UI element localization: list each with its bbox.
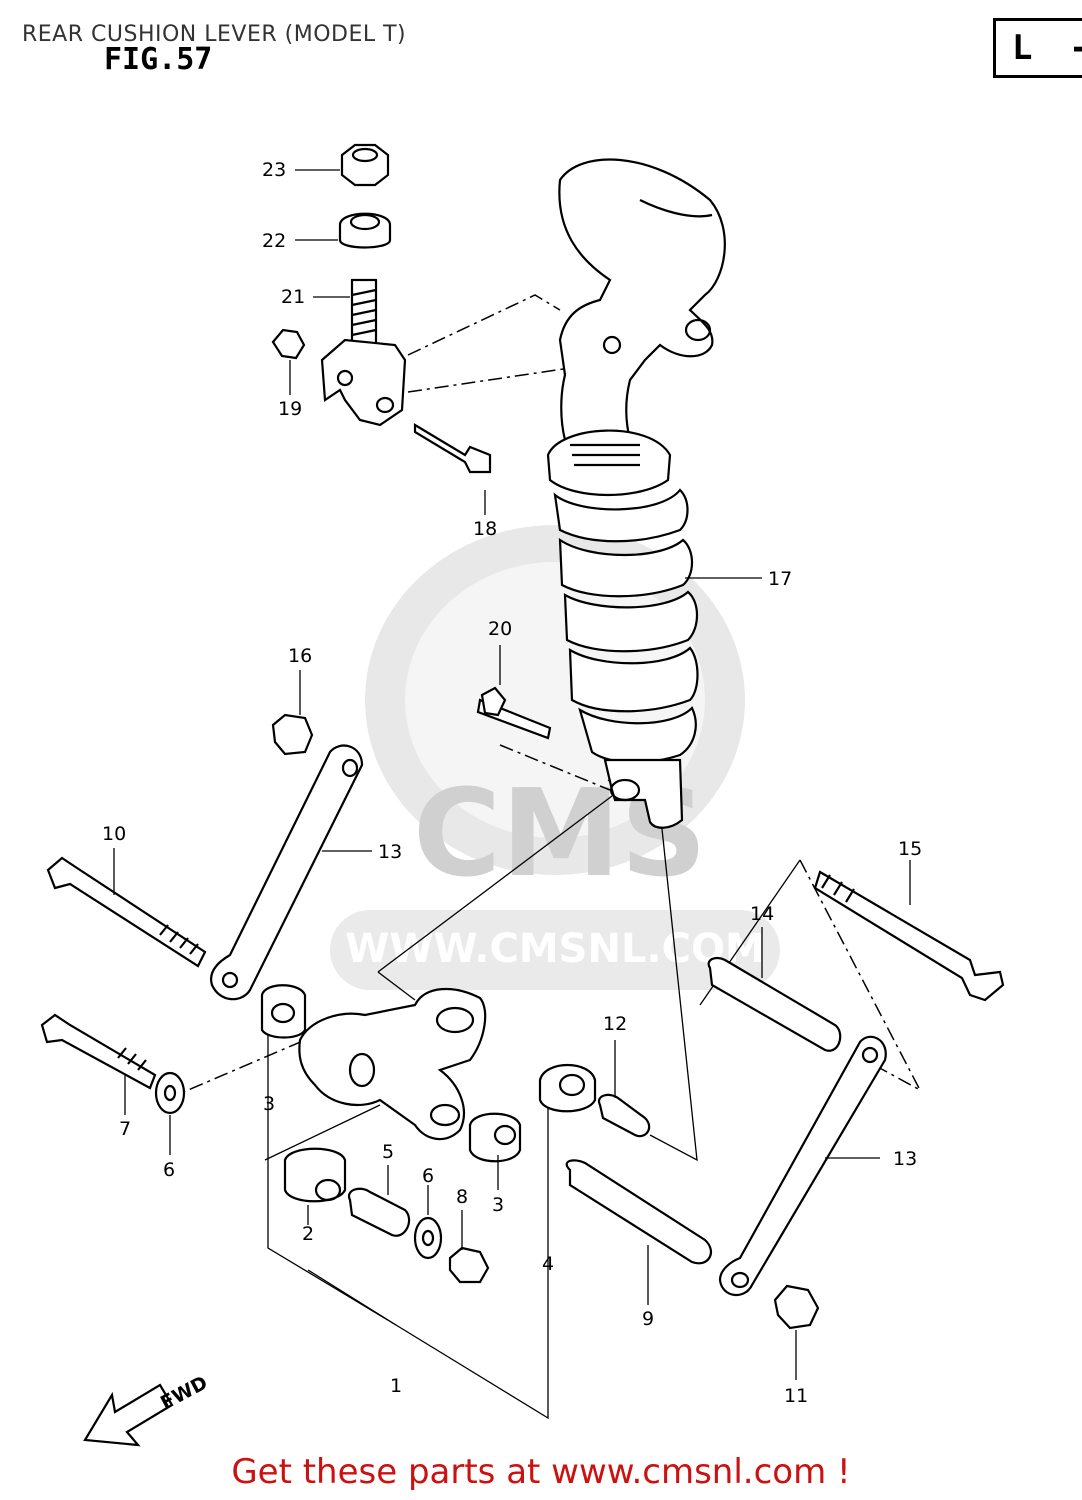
collar-12-icon	[597, 1093, 651, 1138]
upper-mount-hardware	[271, 143, 552, 756]
callout-leaders	[113, 169, 911, 1380]
nut-23-icon	[340, 143, 390, 187]
nut-8-icon	[448, 1246, 490, 1284]
callout-13-right: 13	[893, 1148, 917, 1170]
callout-15: 15	[898, 838, 922, 860]
callout-4: 4	[542, 1253, 554, 1275]
callout-9: 9	[642, 1308, 654, 1330]
callout-21: 21	[281, 286, 305, 308]
nut-11-icon	[773, 1284, 820, 1330]
callout-20: 20	[488, 618, 512, 640]
pipe-9-icon	[565, 1159, 712, 1265]
nut-19-icon	[271, 328, 306, 360]
washer-6-left-icon	[154, 1071, 186, 1115]
cushion-lever-1-icon	[298, 987, 487, 1141]
callout-12: 12	[603, 1013, 627, 1035]
callout-7: 7	[119, 1118, 131, 1140]
callout-5: 5	[382, 1141, 394, 1163]
figure-number: FIG.57	[104, 42, 213, 77]
fwd-label: FWD	[157, 1372, 211, 1415]
rear-shock-absorber	[546, 158, 726, 829]
watermark-url: WWW.CMSNL.COM	[345, 926, 765, 972]
callout-6-left: 6	[163, 1159, 175, 1181]
cushion-22-icon	[338, 212, 392, 249]
callout-numbers: 23 22 21 19 18 17 20 16 10 13 15 14 7 6 …	[102, 159, 922, 1407]
bearing-2-icon	[283, 1147, 347, 1203]
callout-17: 17	[768, 568, 792, 590]
callout-23: 23	[262, 159, 286, 181]
callout-18: 18	[473, 518, 497, 540]
callout-22: 22	[262, 230, 286, 252]
callout-3-left: 3	[263, 1093, 275, 1115]
bracket-icon	[320, 338, 407, 427]
rod-13-right-icon	[718, 1035, 887, 1296]
spacer-5-icon	[347, 1187, 411, 1237]
callout-1: 1	[390, 1375, 402, 1397]
callout-8: 8	[456, 1186, 468, 1208]
cushion-lever-group	[260, 984, 597, 1203]
bearing-3-left-icon	[260, 984, 307, 1039]
callout-11: 11	[784, 1385, 808, 1407]
washer-6-right-icon	[413, 1216, 443, 1260]
callout-10: 10	[102, 823, 126, 845]
callout-6-right: 6	[422, 1165, 434, 1187]
linkage-parts	[40, 744, 1005, 1330]
bolt-10-icon	[46, 856, 207, 968]
callout-16: 16	[288, 645, 312, 667]
bolt-18-icon	[413, 423, 492, 474]
page-code-box: L -	[993, 18, 1082, 78]
callout-19: 19	[278, 398, 302, 420]
callout-3-right: 3	[492, 1194, 504, 1216]
nut-16-icon	[271, 713, 314, 756]
bolt-7-icon	[40, 1013, 157, 1090]
callout-2: 2	[302, 1223, 314, 1245]
footer-link[interactable]: Get these parts at www.cmsnl.com !	[231, 1452, 851, 1492]
diagram-title: REAR CUSHION LEVER (MODEL T)	[22, 22, 407, 47]
bearing-4-icon	[538, 1063, 597, 1113]
cms-watermark: CMS WWW.CMSNL.COM	[330, 525, 780, 990]
callout-14: 14	[750, 903, 774, 925]
fwd-arrow-icon: FWD	[83, 1372, 211, 1447]
bolt-15-icon	[813, 870, 1005, 1002]
sleeve-14-icon	[707, 956, 842, 1052]
rod-13-left-icon	[210, 744, 364, 1001]
callout-13-left: 13	[378, 841, 402, 863]
